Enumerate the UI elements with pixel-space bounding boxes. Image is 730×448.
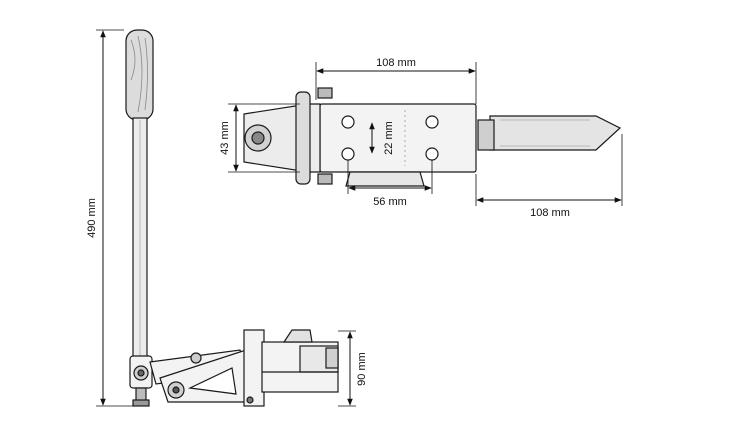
label-hole-spacing-vertical: 22 mm (383, 121, 395, 155)
mount-plate (319, 103, 477, 173)
dimension-bracket-height: 43 mm (219, 103, 300, 173)
mount-hole (341, 115, 355, 129)
handbrake-top-view (243, 87, 622, 187)
label-tail-length: 108 mm (530, 207, 570, 219)
mount-hole (425, 147, 439, 161)
label-bracket-height: 43 mm (219, 121, 231, 155)
dimension-top-length: 108 mm (315, 57, 477, 104)
mount-hole (341, 147, 355, 161)
label-base-height: 90 mm (356, 352, 368, 386)
piston-tail (489, 115, 622, 151)
label-top-length: 108 mm (376, 57, 416, 69)
master-cylinder-flange (243, 329, 265, 407)
dimension-hole-spacing-horizontal: 56 mm (347, 160, 433, 208)
dimension-tail-length: 108 mm (475, 134, 623, 219)
label-hole-spacing-horizontal: 56 mm (373, 196, 407, 208)
dimension-handle-height: 490 mm (86, 29, 134, 407)
dimension-base-height: 90 mm (338, 330, 368, 407)
handbrake-side-view (125, 29, 339, 407)
mount-hole (425, 115, 439, 129)
dimension-hole-spacing-vertical: 22 mm (369, 121, 395, 155)
label-handle-height: 490 mm (86, 198, 98, 238)
